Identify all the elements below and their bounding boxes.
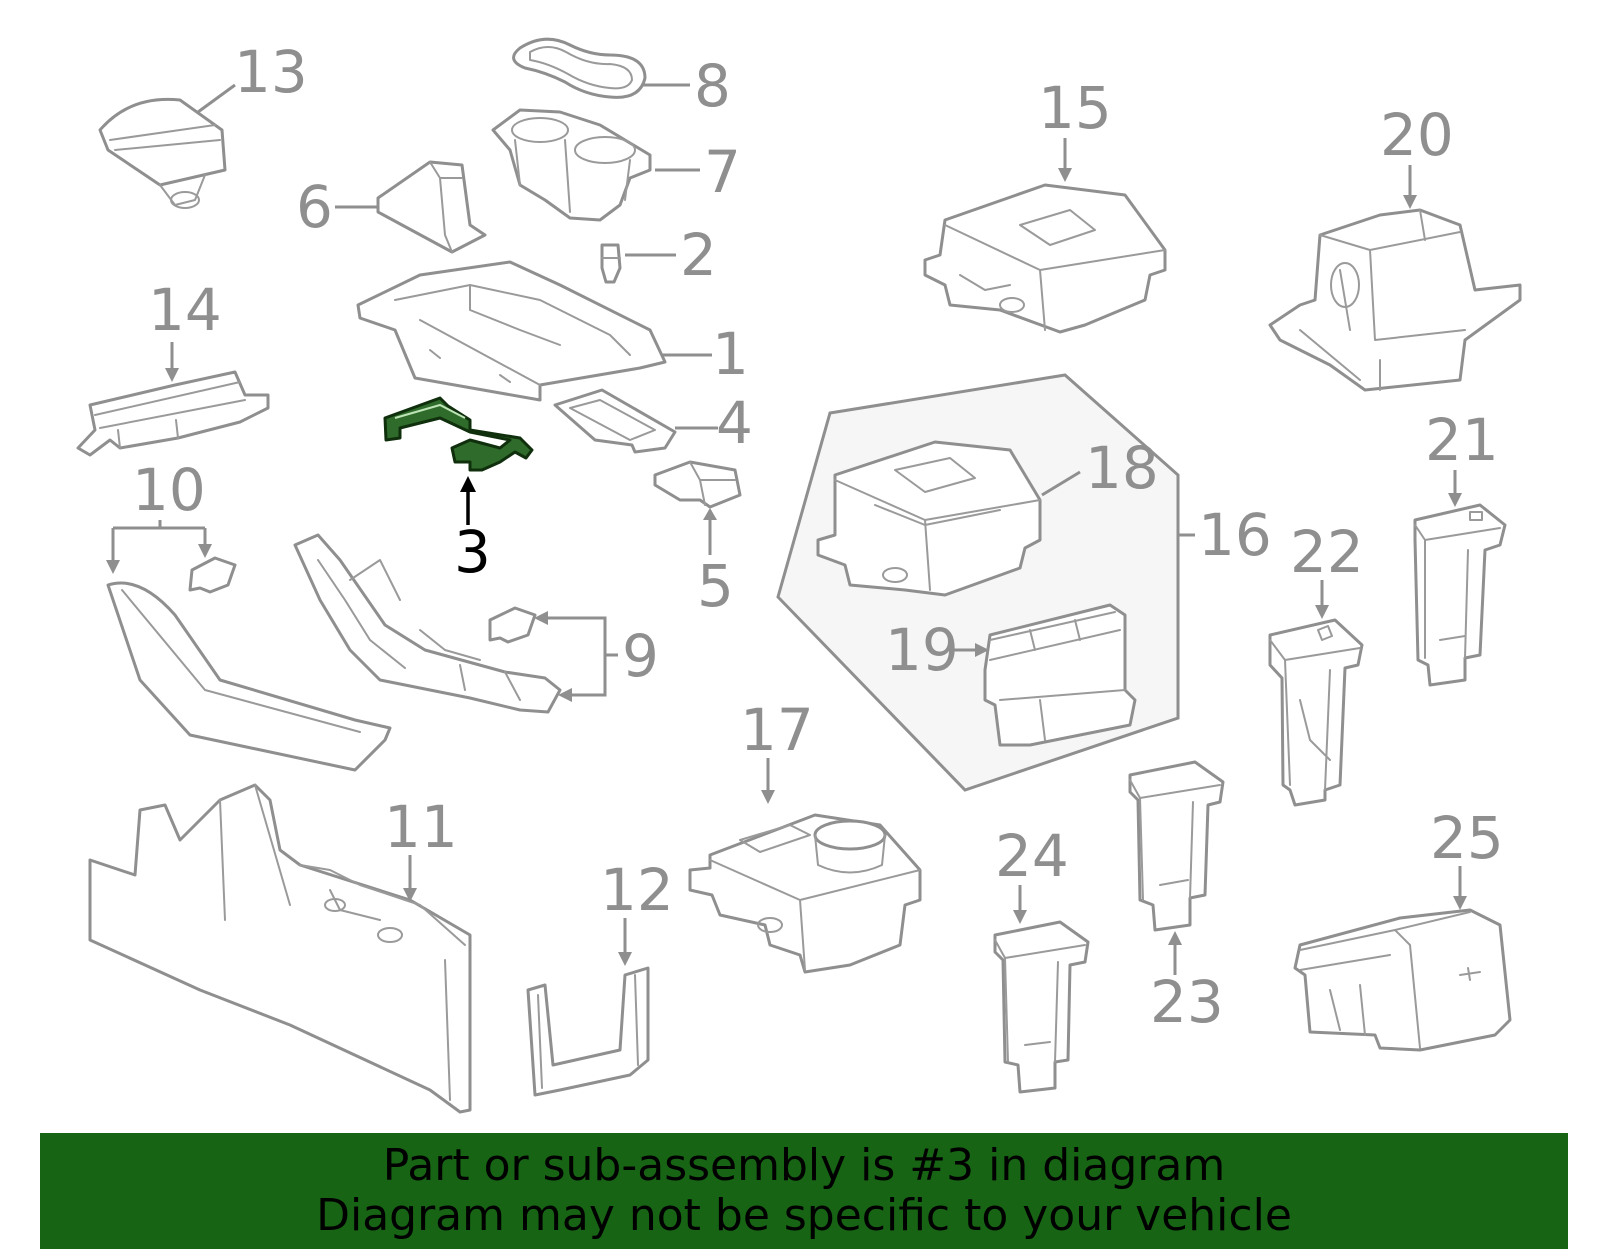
part-22-drawing[interactable]	[1268, 618, 1364, 807]
part-17-drawing[interactable]	[688, 813, 922, 974]
callout-16: 16	[1198, 501, 1272, 569]
arrow-20	[1403, 195, 1417, 209]
part-15-drawing[interactable]	[923, 183, 1167, 334]
part-23-drawing[interactable]	[1128, 760, 1225, 932]
arrow-17	[761, 790, 775, 804]
callout-18: 18	[1085, 434, 1159, 502]
callout-21: 21	[1425, 406, 1499, 474]
callout-20: 20	[1380, 101, 1454, 169]
arrow-10a	[106, 560, 120, 574]
arrow-3	[460, 476, 476, 492]
leader-10	[111, 520, 207, 570]
arrow-9b	[558, 688, 572, 702]
part-25-drawing[interactable]	[1293, 908, 1512, 1052]
callout-6: 6	[296, 173, 333, 241]
arrow-12	[618, 952, 632, 966]
arrow-25	[1453, 896, 1467, 910]
arrow-15	[1058, 168, 1072, 182]
arrow-21	[1448, 493, 1462, 507]
part-7-drawing[interactable]	[491, 108, 652, 222]
part-10-drawing[interactable]	[106, 556, 392, 772]
callout-4: 4	[716, 389, 753, 457]
arrow-10b	[198, 544, 212, 558]
arrow-23	[1168, 931, 1182, 945]
callout-13: 13	[234, 38, 308, 106]
part-1-drawing[interactable]	[356, 260, 667, 402]
callout-22: 22	[1290, 518, 1364, 586]
part-11-drawing[interactable]	[88, 783, 472, 1114]
leader-13	[197, 83, 236, 114]
part-6-drawing[interactable]	[376, 160, 487, 254]
part-2-drawing[interactable]	[600, 243, 622, 284]
part-3-drawing-highlighted[interactable]	[383, 396, 534, 472]
callout-10: 10	[132, 456, 206, 524]
callout-24: 24	[995, 822, 1069, 890]
callout-3: 3	[454, 518, 491, 586]
part-9-drawing[interactable]	[293, 533, 562, 714]
callout-5: 5	[697, 552, 734, 620]
part-18-drawing[interactable]	[816, 440, 1042, 597]
callout-1: 1	[712, 320, 749, 388]
callout-11: 11	[384, 793, 458, 861]
info-banner: Part or sub-assembly is #3 in diagram Di…	[40, 1133, 1568, 1249]
callout-14: 14	[148, 276, 222, 344]
arrow-9a	[534, 611, 548, 625]
arrow-14	[165, 368, 179, 382]
callout-23: 23	[1150, 968, 1224, 1036]
banner-line-1: Part or sub-assembly is #3 in diagram	[382, 1140, 1226, 1191]
part-8-drawing[interactable]	[512, 37, 647, 99]
callout-2: 2	[680, 221, 717, 289]
callout-19: 19	[885, 616, 959, 684]
arrow-22	[1315, 605, 1329, 619]
part-13-drawing[interactable]	[98, 97, 227, 209]
callout-25: 25	[1430, 804, 1504, 872]
banner-line-2: Diagram may not be specific to your vehi…	[316, 1190, 1292, 1241]
arrow-19	[975, 643, 989, 657]
arrow-24	[1013, 910, 1027, 924]
arrow-11	[403, 888, 417, 902]
part-12-drawing[interactable]	[526, 966, 650, 1097]
callout-9: 9	[622, 622, 659, 690]
callout-7: 7	[704, 138, 741, 206]
part-20-drawing[interactable]	[1268, 208, 1522, 392]
callout-17: 17	[740, 696, 814, 764]
callout-15: 15	[1038, 74, 1112, 142]
part-4-drawing[interactable]	[553, 388, 677, 454]
part-24-drawing[interactable]	[993, 920, 1090, 1094]
arrow-5	[703, 508, 717, 520]
leader-18	[1041, 470, 1081, 497]
callout-12: 12	[600, 856, 674, 924]
leader-9	[538, 616, 618, 697]
part-21-drawing[interactable]	[1413, 503, 1507, 687]
callout-8: 8	[694, 52, 731, 120]
part-5-drawing[interactable]	[653, 460, 742, 509]
part-19-drawing[interactable]	[983, 603, 1137, 747]
part-14-drawing[interactable]	[76, 370, 270, 457]
